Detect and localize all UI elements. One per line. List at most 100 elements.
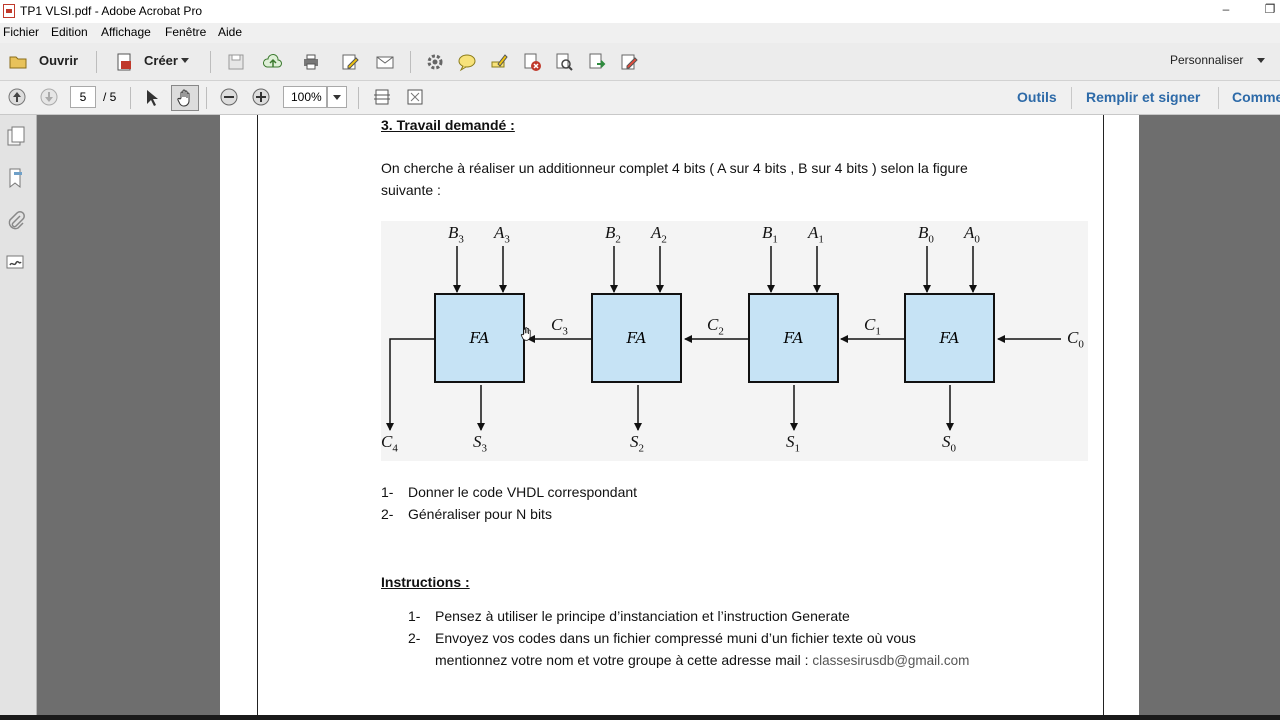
menu-bar: Fichier Edition Affichage Fenêtre Aide <box>0 23 1280 43</box>
instructions-heading: Instructions : <box>381 574 470 590</box>
full-adder-block-2: FA <box>591 293 682 383</box>
customize-dropdown-icon[interactable] <box>1257 58 1265 63</box>
sum-label-s2: S2 <box>630 432 644 455</box>
window-title: TP1 VLSI.pdf - Adobe Acrobat Pro <box>20 4 203 18</box>
save-icon[interactable] <box>224 50 248 74</box>
task-text: Généraliser pour N bits <box>408 506 552 522</box>
toolbar-divider <box>1071 87 1072 109</box>
section-heading: 3. Travail demandé : <box>381 117 515 133</box>
create-dropdown-icon[interactable] <box>181 58 189 63</box>
toolbar-divider <box>358 87 359 109</box>
hand-cursor-icon <box>520 327 531 341</box>
toolbar-divider <box>1218 87 1219 109</box>
input-label-b2: B2 <box>605 223 621 246</box>
input-label-b0: B0 <box>918 223 934 246</box>
instruction-text: Envoyez vos codes dans un fichier compre… <box>435 630 916 646</box>
page-border <box>257 115 258 720</box>
instruction-number: 1- <box>408 608 421 624</box>
minimize-button[interactable]: – <box>1222 2 1230 16</box>
title-bar: TP1 VLSI.pdf - Adobe Acrobat Pro – ❐ <box>0 0 1280 23</box>
instruction-text: Pensez à utiliser le principe d’instanci… <box>435 608 850 624</box>
bookmarks-icon[interactable] <box>5 167 27 189</box>
fill-sign-tab[interactable]: Remplir et signer <box>1086 89 1201 105</box>
zoom-out-icon[interactable] <box>217 85 241 109</box>
input-label-b1: B1 <box>762 223 778 246</box>
carry-label-c2: C2 <box>707 315 724 338</box>
next-page-icon[interactable] <box>37 85 61 109</box>
pdf-file-icon <box>3 4 15 18</box>
delete-icon[interactable] <box>520 50 544 74</box>
open-button[interactable]: Ouvrir <box>39 53 79 68</box>
intro-text-line2: suivante : <box>381 182 441 198</box>
toolbar-divider <box>410 51 411 73</box>
full-adder-block-1: FA <box>748 293 839 383</box>
menu-fichier[interactable]: Fichier <box>3 25 40 39</box>
toolbar-divider <box>130 87 131 109</box>
sum-label-s1: S1 <box>786 432 800 455</box>
print-icon[interactable] <box>298 50 324 74</box>
bottom-edge <box>0 715 1280 720</box>
upload-icon[interactable] <box>260 50 286 74</box>
highlight-icon[interactable] <box>487 50 511 74</box>
carry-label-c3: C3 <box>551 315 568 338</box>
full-adder-block-0: FA <box>904 293 995 383</box>
menu-edition[interactable]: Edition <box>51 25 88 39</box>
toolbar-divider <box>96 51 97 73</box>
email-link[interactable]: classesirusdb@gmail.com <box>812 653 970 668</box>
input-label-a2: A2 <box>651 223 667 246</box>
diagram-wires <box>386 246 1061 431</box>
input-label-a0: A0 <box>964 223 980 246</box>
attachments-icon[interactable] <box>5 210 27 232</box>
email-icon[interactable] <box>372 50 398 74</box>
form-icon[interactable] <box>617 50 641 74</box>
page-total: / 5 <box>103 90 117 104</box>
create-pdf-icon[interactable] <box>110 50 138 74</box>
comment-tab[interactable]: Comme <box>1232 89 1280 105</box>
zoom-in-icon[interactable] <box>249 85 273 109</box>
carry-in-label-c0: C0 <box>1067 328 1084 351</box>
tools-tab[interactable]: Outils <box>1017 89 1057 105</box>
customize-button[interactable]: Personnaliser <box>1170 53 1244 67</box>
zoom-level-input[interactable]: 100% <box>283 86 327 108</box>
menu-fenetre[interactable]: Fenêtre <box>165 25 207 39</box>
comment-icon[interactable] <box>455 50 479 74</box>
open-folder-icon[interactable] <box>4 50 32 74</box>
select-cursor-icon[interactable] <box>140 85 164 109</box>
full-screen-icon[interactable] <box>403 85 427 109</box>
gear-icon[interactable] <box>423 50 447 74</box>
left-navigation-pane <box>0 115 37 720</box>
task-number: 1- <box>381 484 394 500</box>
page-number-input[interactable]: 5 <box>70 86 96 108</box>
instruction-text-continued: mentionnez votre nom et votre groupe à c… <box>435 652 969 668</box>
sum-label-s3: S3 <box>473 432 487 455</box>
menu-affichage[interactable]: Affichage <box>101 25 151 39</box>
toolbar-divider <box>210 51 211 73</box>
navigation-toolbar: 5 / 5 100% Outils Remplir et signer Comm… <box>0 81 1280 115</box>
create-button[interactable]: Créer <box>144 53 178 68</box>
edit-icon[interactable] <box>337 50 363 74</box>
input-label-b3: B3 <box>448 223 464 246</box>
page-border <box>1103 115 1104 720</box>
fit-page-icon[interactable] <box>370 85 394 109</box>
carry-label-c1: C1 <box>864 315 881 338</box>
zoom-dropdown[interactable] <box>327 86 347 108</box>
menu-aide[interactable]: Aide <box>218 25 243 39</box>
adder-diagram: FA FA FA FA B3 A3 B2 A2 B1 A1 B0 A0 C3 C… <box>381 221 1088 461</box>
full-adder-block-3: FA <box>434 293 525 383</box>
input-label-a1: A1 <box>808 223 824 246</box>
task-number: 2- <box>381 506 394 522</box>
export-icon[interactable] <box>585 50 609 74</box>
intro-text-line1: On cherche à réaliser un additionneur co… <box>381 160 968 176</box>
signatures-icon[interactable] <box>5 252 27 274</box>
carry-out-label-c4: C4 <box>381 432 398 455</box>
review-icon[interactable] <box>552 50 576 74</box>
restore-button[interactable]: ❐ <box>1264 2 1276 16</box>
input-label-a3: A3 <box>494 223 510 246</box>
sum-label-s0: S0 <box>942 432 956 455</box>
instruction-cont-text: mentionnez votre nom et votre groupe à c… <box>435 652 809 668</box>
hand-tool-icon[interactable] <box>171 85 199 111</box>
main-toolbar: Ouvrir Créer Personnaliser <box>0 43 1280 81</box>
previous-page-icon[interactable] <box>5 85 29 109</box>
page-thumbnails-icon[interactable] <box>5 125 27 147</box>
chevron-down-icon <box>333 95 341 100</box>
